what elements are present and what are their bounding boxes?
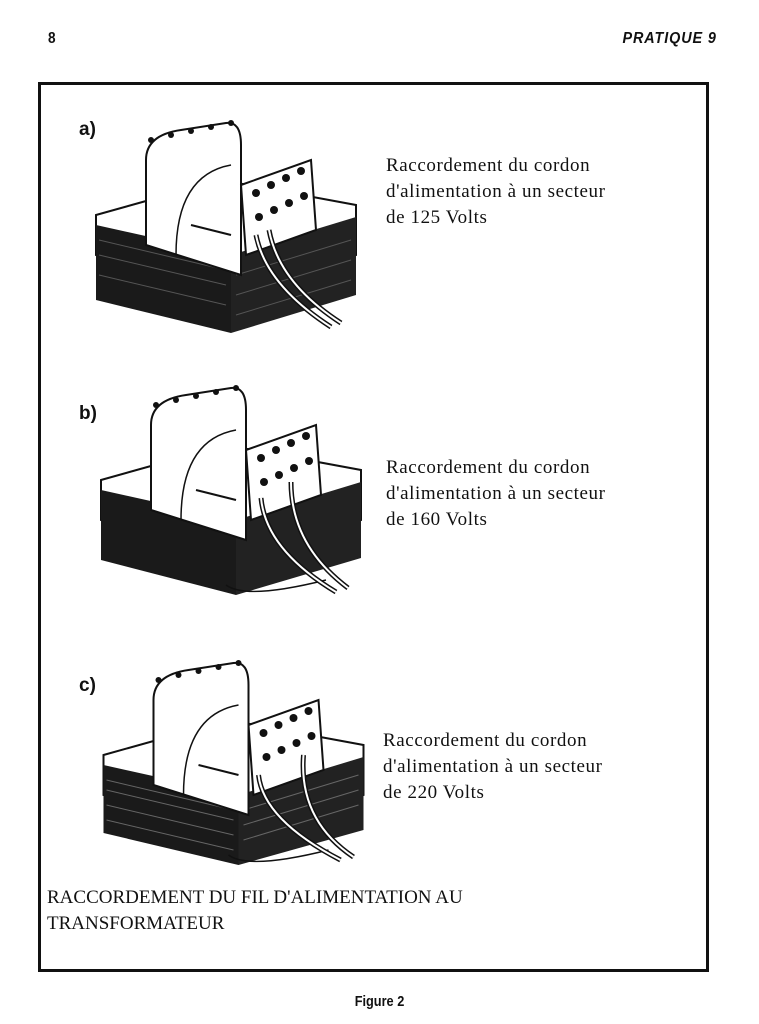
transformer-illustration-c-icon <box>102 660 365 865</box>
page-number: 8 <box>48 30 56 47</box>
transformer-illustration-a-icon <box>95 120 357 333</box>
transformer-illustration-b-icon <box>100 385 362 595</box>
panel-caption-a: Raccordement du cordon d'alimentation à … <box>386 153 606 231</box>
terminal-board <box>148 120 318 257</box>
coil-bobbin <box>152 661 250 817</box>
caption-line: d'alimentation à un secteur <box>383 756 603 777</box>
figure-frame: a) <box>38 82 709 972</box>
caption-line: d'alimentation à un secteur <box>386 483 606 504</box>
terminal-board <box>153 385 323 522</box>
caption-line: Raccordement du cordon <box>383 730 588 751</box>
panel-caption-b: Raccordement du cordon d'alimentation à … <box>386 455 606 533</box>
power-cord <box>253 229 343 330</box>
figure-title: RACCORDEMENT DU FIL D'ALIMENTATION AU TR… <box>47 885 463 937</box>
caption-line: de 125 Volts <box>386 207 488 228</box>
power-cord <box>256 754 355 863</box>
caption-line: Raccordement du cordon <box>386 155 591 176</box>
caption-line: de 160 Volts <box>386 509 488 530</box>
panel-label-c: c) <box>79 675 96 696</box>
figure-title-line: RACCORDEMENT DU FIL D'ALIMENTATION AU <box>47 887 463 908</box>
running-head: PRATIQUE 9 <box>622 30 717 47</box>
figure-number: Figure 2 <box>354 993 405 1010</box>
caption-line: Raccordement du cordon <box>386 457 591 478</box>
panel-label-a: a) <box>79 119 96 140</box>
panel-caption-c: Raccordement du cordon d'alimentation à … <box>383 728 603 806</box>
figure-title-line: TRANSFORMATEUR <box>47 913 225 934</box>
power-cord <box>258 481 350 595</box>
caption-line: d'alimentation à un secteur <box>386 181 606 202</box>
coil-bobbin <box>145 121 242 277</box>
caption-line: de 220 Volts <box>383 782 485 803</box>
coil-bobbin <box>150 386 247 542</box>
panel-label-b: b) <box>79 403 97 424</box>
